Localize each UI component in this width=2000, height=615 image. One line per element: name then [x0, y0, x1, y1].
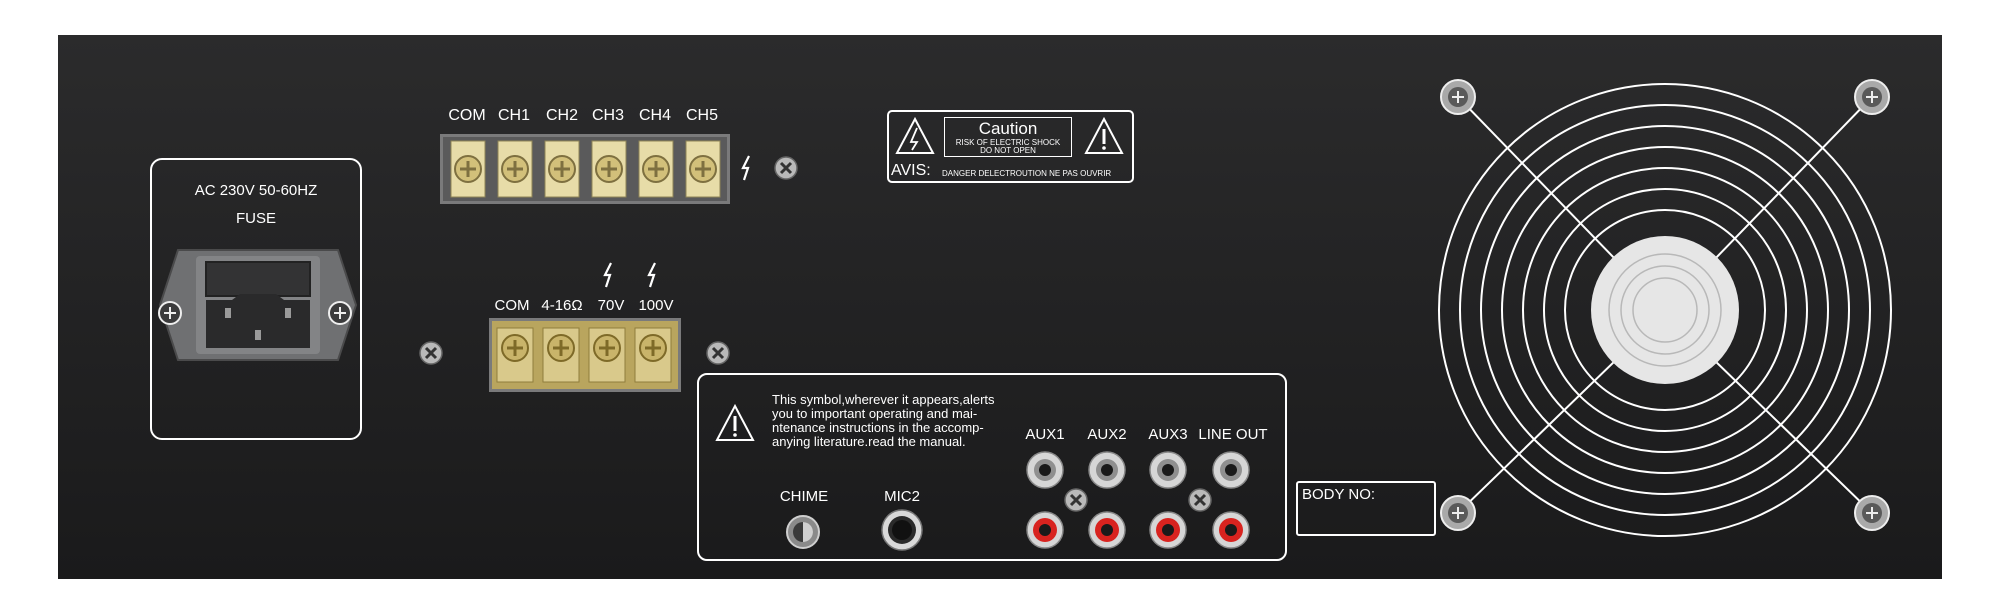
caution-line-1: RISK OF ELECTRIC SHOCK [955, 138, 1061, 147]
exclamation-warning-icon [1084, 116, 1124, 154]
mic2-jack[interactable] [880, 508, 924, 552]
terminal-label-ch2: CH2 [545, 107, 578, 124]
cooling-fan-guard [1438, 79, 1892, 537]
terminal-screw-com[interactable] [450, 140, 486, 198]
mic2-label: MIC2 [884, 488, 920, 505]
speaker-screw-100v[interactable] [634, 327, 672, 383]
avis-label: AVIS: [891, 162, 931, 179]
screw-icon [158, 301, 182, 325]
terminal-screw-ch2[interactable] [544, 140, 580, 198]
screw-icon [328, 301, 352, 325]
lightning-bolt-icon [603, 262, 612, 288]
caution-line-2: DO NOT OPEN [980, 146, 1036, 155]
power-inlet-frame [150, 158, 362, 440]
aux3-right-jack[interactable] [1149, 511, 1187, 549]
aux2-label: AUX2 [1087, 426, 1127, 443]
aux1-right-jack[interactable] [1026, 511, 1064, 549]
channel-terminal-strip [440, 134, 730, 204]
terminal-label-ch1: CH1 [497, 107, 530, 124]
fan-screw-icon [1440, 79, 1476, 115]
caution-title: Caution [978, 119, 1038, 138]
caution-label [887, 110, 1134, 183]
terminal-screw-ch4[interactable] [638, 140, 674, 198]
aux3-left-jack[interactable] [1149, 451, 1187, 489]
input-panel [697, 373, 1287, 561]
body-number-box [1296, 481, 1436, 536]
speaker-label-impedance: 4-16Ω [541, 297, 583, 314]
terminal-label-ch3: CH3 [591, 107, 624, 124]
exclamation-warning-icon [715, 403, 755, 441]
speaker-label-70v: 70V [597, 297, 625, 314]
terminal-screw-ch1[interactable] [497, 140, 533, 198]
terminal-screw-ch5[interactable] [685, 140, 721, 198]
panel-screw-icon [1064, 488, 1088, 512]
iec-power-socket[interactable] [152, 249, 364, 361]
avis-text: DANGER DELECTROUTION NE PAS OUVRIR [942, 169, 1112, 178]
aux1-left-jack[interactable] [1026, 451, 1064, 489]
terminal-screw-ch3[interactable] [591, 140, 627, 198]
speaker-screw-70v[interactable] [588, 327, 626, 383]
speaker-label-100v: 100V [638, 297, 674, 314]
fuse-label: FUSE [235, 210, 276, 227]
caution-inner-box [944, 117, 1072, 157]
notice-line-3: ntenance instructions in the accomp- [772, 420, 984, 435]
electric-shock-warning-icon [895, 116, 935, 154]
speaker-label-com: COM [494, 297, 530, 314]
fan-screw-icon [1854, 79, 1890, 115]
panel-screw-icon [419, 341, 443, 365]
terminal-label-com: COM [448, 107, 486, 124]
notice-line-2: you to important operating and mai- [772, 406, 978, 421]
chime-label: CHIME [779, 488, 829, 505]
panel-screw-icon [774, 156, 798, 180]
terminal-label-ch4: CH4 [638, 107, 671, 124]
rca-jack-array [1026, 451, 1250, 549]
line-out-label: LINE OUT [1198, 426, 1268, 443]
chime-button[interactable] [785, 514, 821, 550]
speaker-screw-4-16[interactable] [542, 327, 580, 383]
panel-screw-icon [706, 341, 730, 365]
terminal-label-ch5: CH5 [685, 107, 718, 124]
fan-screw-icon [1854, 495, 1890, 531]
fan-screw-icon [1440, 495, 1476, 531]
notice-line-1: This symbol,wherever it appears,alerts [772, 392, 995, 407]
aux2-left-jack[interactable] [1088, 451, 1126, 489]
notice-line-4: anying literature.read the manual. [772, 434, 966, 449]
lightning-bolt-icon [741, 155, 750, 181]
aux2-right-jack[interactable] [1088, 511, 1126, 549]
aux3-label: AUX3 [1148, 426, 1188, 443]
speaker-screw-com[interactable] [496, 327, 534, 383]
aux1-label: AUX1 [1025, 426, 1065, 443]
speaker-terminal-strip [489, 318, 681, 392]
line-out-right-jack[interactable] [1212, 511, 1250, 549]
lightning-bolt-icon [647, 262, 656, 288]
line-out-left-jack[interactable] [1212, 451, 1250, 489]
power-rating-label: AC 230V 50-60HZ [194, 182, 318, 199]
panel-screw-icon [1188, 488, 1212, 512]
body-number-label: BODY NO: [1302, 486, 1376, 503]
